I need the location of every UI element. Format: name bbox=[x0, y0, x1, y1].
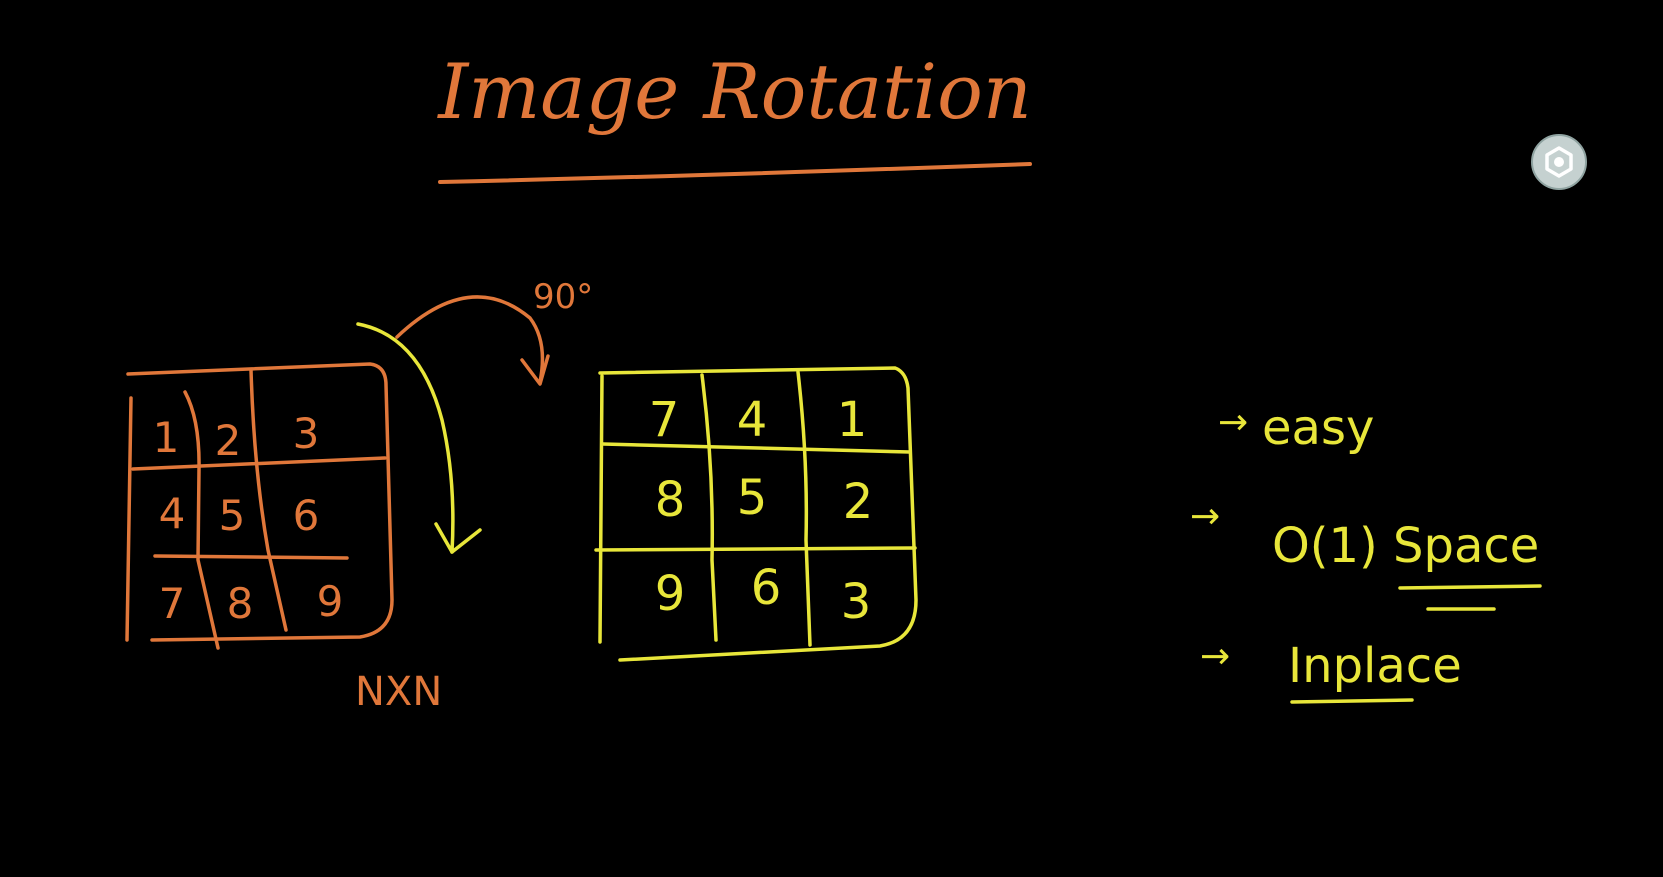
orig-cell-1-1: 5 bbox=[219, 491, 246, 540]
original-matrix-values: 1 2 3 4 5 6 7 8 9 bbox=[153, 409, 344, 628]
rot-cell-2-2: 3 bbox=[841, 574, 872, 630]
rot-cell-2-1: 6 bbox=[751, 560, 782, 616]
title-underline bbox=[438, 162, 1032, 184]
orig-cell-1-0: 4 bbox=[159, 489, 186, 538]
orig-cell-1-2: 6 bbox=[293, 491, 320, 540]
original-matrix bbox=[125, 362, 394, 650]
note-arrow-2: → bbox=[1190, 496, 1220, 537]
rot-cell-1-1: 5 bbox=[737, 470, 768, 526]
note-arrow-1: → bbox=[1218, 402, 1248, 443]
size-label: NXN bbox=[355, 669, 442, 715]
lens-button[interactable] bbox=[1531, 134, 1587, 190]
note-text-2: O(1) Space bbox=[1272, 518, 1539, 574]
orig-cell-2-1: 8 bbox=[227, 579, 254, 628]
note-arrow-3: → bbox=[1200, 636, 1230, 677]
lens-icon bbox=[1545, 146, 1573, 178]
rotation-label: 90° bbox=[533, 277, 593, 317]
rot-cell-0-1: 4 bbox=[737, 392, 768, 448]
rot-cell-0-0: 7 bbox=[649, 392, 680, 448]
rotation-arrowhead-yellow bbox=[434, 522, 482, 554]
rot-cell-2-0: 9 bbox=[655, 566, 686, 622]
rotated-matrix-values: 7 4 1 8 5 2 9 6 3 bbox=[649, 392, 874, 630]
rot-cell-0-2: 1 bbox=[837, 392, 868, 448]
orig-cell-2-2: 9 bbox=[317, 577, 344, 626]
orig-cell-0-2: 3 bbox=[293, 409, 320, 458]
orig-cell-2-0: 7 bbox=[159, 579, 186, 628]
note-underline-inplace bbox=[1290, 698, 1414, 704]
orig-cell-0-0: 1 bbox=[153, 413, 180, 462]
rotation-arrow-yellow bbox=[356, 322, 455, 554]
note-underline-space-1 bbox=[1398, 584, 1542, 590]
rot-cell-1-0: 8 bbox=[655, 472, 686, 528]
notes-list: → easy → O(1) Space → Inplace bbox=[1190, 400, 1539, 694]
rot-cell-1-2: 2 bbox=[843, 474, 874, 530]
rotated-matrix bbox=[594, 366, 918, 662]
note-text-3: Inplace bbox=[1288, 638, 1462, 694]
rotation-arrow-orange bbox=[395, 295, 545, 384]
page-title: Image Rotation bbox=[436, 47, 1032, 136]
orig-cell-0-1: 2 bbox=[215, 416, 242, 465]
note-text-1: easy bbox=[1262, 400, 1374, 456]
rotation-arrowhead-orange bbox=[520, 354, 550, 386]
